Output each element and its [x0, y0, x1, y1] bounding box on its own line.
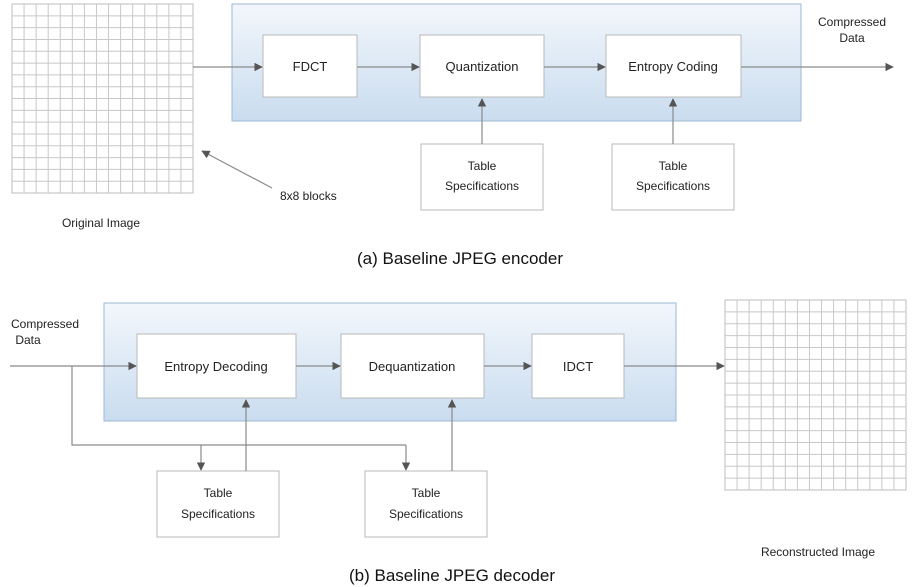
decoder-caption: (b) Baseline JPEG decoder: [349, 566, 555, 585]
stage-idct: IDCT: [531, 333, 625, 399]
blocks-label: 8x8 blocks: [280, 189, 337, 203]
encoder-caption: (a) Baseline JPEG encoder: [357, 249, 563, 268]
encoder-output-label-line2: Data: [839, 31, 865, 45]
dec-table2-line2: Specifications: [389, 507, 463, 521]
reconstructed-image-grid: [724, 299, 907, 491]
stage-quantization: Quantization: [419, 34, 545, 98]
decoder-table-spec-dequantization: Table Specifications: [364, 470, 488, 538]
stage-fdct-label: FDCT: [293, 59, 328, 74]
dec-table1-line2: Specifications: [181, 507, 255, 521]
encoder-output-label-line1: Compressed: [818, 15, 886, 29]
enc-table2-line1: Table: [659, 159, 688, 173]
stage-entropy-decoding: Entropy Decoding: [136, 333, 297, 399]
encoder-section: Original Image 8x8 blocks FDCT Quantizat…: [11, 3, 894, 268]
decoder-table-spec-entropy: Table Specifications: [156, 470, 280, 538]
original-image-grid: [11, 3, 194, 194]
enc-table2-line2: Specifications: [636, 179, 710, 193]
enc-table1-line2: Specifications: [445, 179, 519, 193]
blocks-pointer-arrow: [201, 150, 273, 189]
encoder-table-spec-quantization: Table Specifications: [420, 143, 544, 211]
stage-entropy-decoding-label: Entropy Decoding: [164, 359, 267, 374]
stage-quantization-label: Quantization: [446, 59, 519, 74]
stage-dequantization: Dequantization: [340, 333, 485, 399]
decoder-section: Compressed Data Entropy Decoding Dequant…: [10, 299, 907, 585]
stage-dequantization-label: Dequantization: [369, 359, 456, 374]
reconstructed-image-label: Reconstructed Image: [761, 545, 875, 559]
encoder-table-spec-entropy: Table Specifications: [611, 143, 735, 211]
dec-table1-line1: Table: [204, 486, 233, 500]
dec-table2-line1: Table: [412, 486, 441, 500]
stage-fdct: FDCT: [262, 34, 358, 98]
stage-entropy-coding-label: Entropy Coding: [628, 59, 718, 74]
decoder-table-feed-line: [71, 366, 406, 446]
stage-idct-label: IDCT: [563, 359, 593, 374]
decoder-input-label-line2: Data: [15, 333, 41, 347]
stage-entropy-coding: Entropy Coding: [605, 34, 742, 98]
original-image-label: Original Image: [62, 216, 140, 230]
enc-table1-line1: Table: [468, 159, 497, 173]
decoder-input-label-line1: Compressed: [11, 317, 79, 331]
